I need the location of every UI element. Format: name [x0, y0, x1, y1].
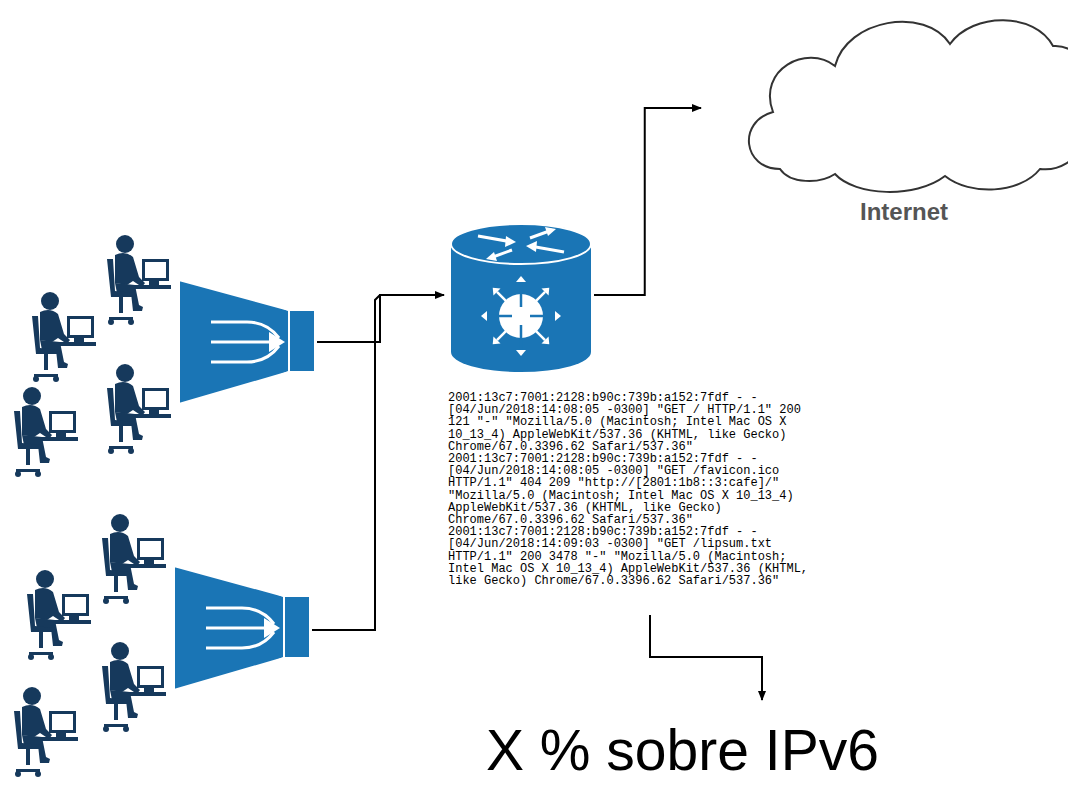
result-label: X % sobre IPv6: [486, 722, 879, 779]
switch-icon: [179, 280, 315, 404]
router-node: 2001:13c7:7001:2128:b90c:739b:a152:7fdf …: [448, 222, 820, 591]
switch-icon: [174, 566, 310, 690]
user-icon: [14, 687, 78, 777]
cloud-node: Internet: [735, 4, 1068, 219]
uplink-arrow: [594, 108, 701, 295]
router-icon: [448, 222, 594, 374]
user-icon: [102, 642, 166, 732]
log-entry: 2001:13c7:7001:2128:b90c:739b:a152:7fdf …: [448, 392, 810, 453]
leader-arrow: [650, 615, 762, 700]
user-icon: [102, 514, 166, 604]
cloud-shape: [735, 4, 1068, 199]
log-entry: 2001:13c7:7001:2128:b90c:739b:a152:7fdf …: [448, 453, 810, 526]
log-text: 2001:13c7:7001:2128:b90c:739b:a152:7fdf …: [448, 392, 810, 587]
user-icon: [107, 364, 171, 454]
link-line: [317, 295, 444, 342]
user-icon: [32, 292, 96, 382]
link-line: [312, 295, 380, 630]
user-icon: [107, 235, 171, 325]
log-entry: 2001:13c7:7001:2128:b90c:739b:a152:7fdf …: [448, 526, 810, 587]
user-icon: [14, 387, 78, 477]
cloud-label: Internet: [860, 198, 948, 226]
user-icon: [27, 570, 91, 660]
